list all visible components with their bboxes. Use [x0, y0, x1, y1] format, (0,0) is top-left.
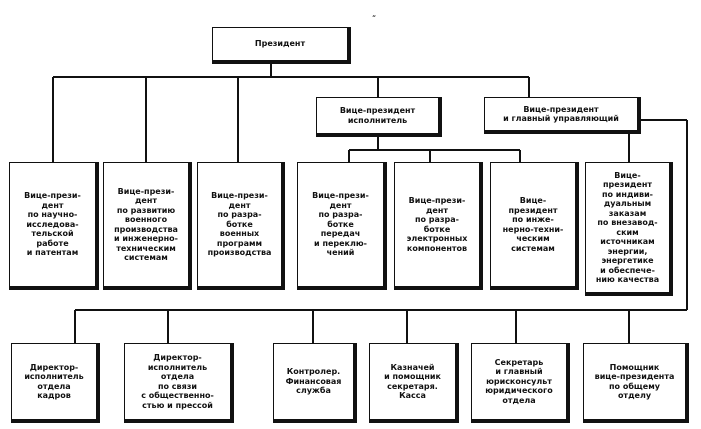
vp-individual-orders-label: Вице- президент по индиви- дуальным зака…	[595, 170, 660, 285]
director-hr-label: Директор- исполнитель отдела кадров	[24, 362, 84, 401]
vp-executive-label: Вице-президент исполнитель	[339, 106, 416, 125]
vp-engineering-systems-label: Вице- президент по инже- нерно-техни- че…	[502, 196, 564, 253]
vp-chief-manager-box: Вице-президент и главный управляющий	[484, 97, 641, 134]
director-pr-box: Директор- исполнитель отдела по связи с …	[124, 343, 234, 423]
assistant-vp-label: Помощник вице-президента по общему отдел…	[594, 362, 675, 401]
controller-finance-label: Контролер. Финансовая служба	[285, 367, 342, 396]
president-box: Президент	[212, 27, 351, 64]
vp-engineering-systems-box: Вице- президент по инже- нерно-техни- че…	[490, 162, 579, 290]
stray-mark: “	[372, 14, 377, 23]
vp-individual-orders-box: Вице- президент по индиви- дуальным зака…	[585, 162, 673, 296]
vp-electronic-components-box: Вице-прези- дент по разра- ботке электро…	[394, 162, 483, 290]
controller-finance-box: Контролер. Финансовая служба	[273, 343, 357, 423]
secretary-legal-box: Секретарь и главный юрисконсульт юридиче…	[471, 343, 570, 423]
vp-research-box: Вице-прези- дент по научно- исследова- т…	[9, 162, 99, 290]
treasurer-box: Казначей и помощник секретаря. Касса	[369, 343, 459, 423]
secretary-legal-label: Секретарь и главный юрисконсульт юридиче…	[485, 357, 553, 405]
vp-military-production-box: Вице-прези- дент по развитию военного пр…	[103, 162, 192, 290]
director-hr-box: Директор- исполнитель отдела кадров	[11, 343, 100, 423]
vp-electronic-components-label: Вице-прези- дент по разра- ботке электро…	[406, 196, 468, 253]
director-pr-label: Директор- исполнитель отдела по связи с …	[141, 353, 214, 410]
vp-military-programs-label: Вице-прези- дент по разра- ботке военных…	[207, 191, 272, 258]
vp-military-production-label: Вице-прези- дент по развитию военного пр…	[114, 186, 178, 263]
vp-chief-manager-label: Вице-президент и главный управляющий	[503, 104, 619, 124]
vp-military-programs-box: Вице-прези- дент по разра- ботке военных…	[197, 162, 285, 290]
assistant-vp-box: Помощник вице-президента по общему отдел…	[583, 343, 689, 423]
vp-transmissions-label: Вице-прези- дент по разра- ботке передач…	[312, 191, 369, 258]
treasurer-label: Казначей и помощник секретаря. Касса	[384, 362, 441, 401]
vp-transmissions-box: Вице-прези- дент по разра- ботке передач…	[297, 162, 387, 290]
vp-research-label: Вице-прези- дент по научно- исследова- т…	[24, 191, 81, 258]
president-label: Президент	[254, 39, 306, 49]
vp-executive-box: Вице-президент исполнитель	[316, 97, 442, 137]
